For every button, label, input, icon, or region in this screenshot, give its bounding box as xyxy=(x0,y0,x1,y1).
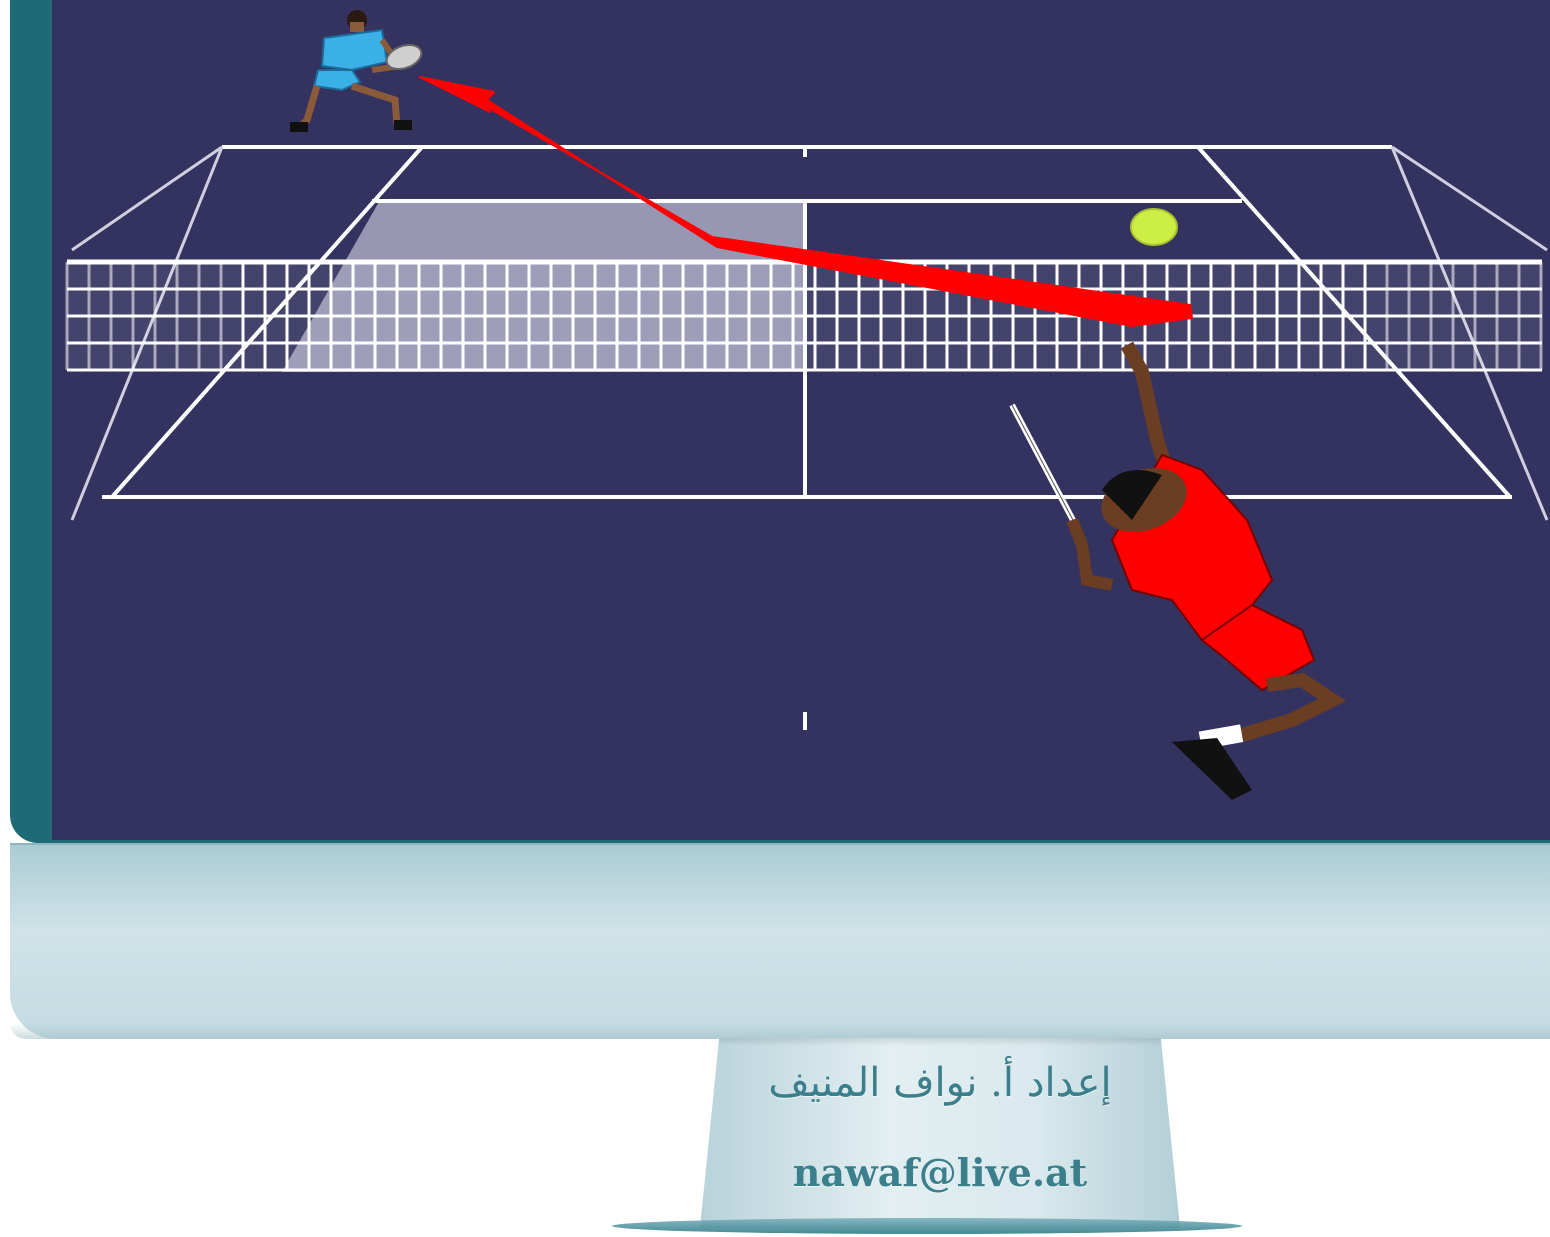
tennis-serve-illustration xyxy=(52,0,1550,840)
tennis-net xyxy=(67,262,1542,370)
monitor-chin xyxy=(10,843,1550,1039)
monitor-screen xyxy=(52,0,1550,840)
author-credit: إعداد أ. نواف المنيف xyxy=(700,1060,1180,1106)
receiver-player xyxy=(290,10,425,132)
tennis-ball xyxy=(1131,209,1177,245)
author-email: nawaf@live.at xyxy=(700,1150,1180,1195)
tennis-court xyxy=(62,147,1547,730)
monitor-stand-base xyxy=(612,1218,1242,1234)
